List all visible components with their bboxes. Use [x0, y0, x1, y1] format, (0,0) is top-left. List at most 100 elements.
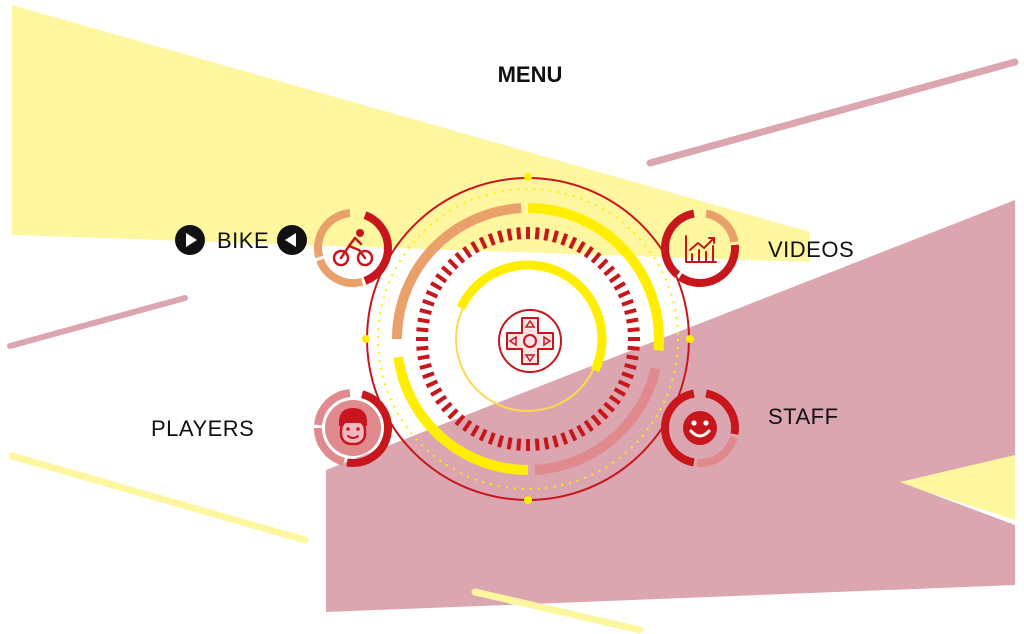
wheel-tick	[608, 273, 621, 284]
arrow-left-icon	[285, 233, 296, 247]
videos-ring	[661, 209, 739, 287]
smiley-face-icon	[683, 411, 717, 445]
wheel-tick	[621, 371, 634, 380]
wheel-tick	[447, 258, 459, 270]
wheel-tick	[497, 435, 505, 448]
videos-label: VIDEOS	[768, 237, 855, 262]
wheel-tick	[470, 241, 480, 254]
wheel-tick	[603, 401, 616, 413]
wheel-tick	[487, 432, 496, 445]
wheel-tick	[506, 437, 513, 450]
wheel-tick	[626, 354, 639, 361]
wheel-tick	[590, 251, 602, 264]
wheel-tick	[440, 265, 453, 277]
wheel-tick	[462, 419, 473, 432]
wheel-tick	[603, 265, 616, 277]
players-button[interactable]	[311, 386, 395, 470]
wheel-tick	[478, 428, 488, 442]
wheel-tick	[430, 387, 443, 397]
next-option-button[interactable]	[277, 225, 307, 255]
wheel-tick	[597, 408, 609, 420]
rose-streak	[7, 295, 188, 349]
button-ring-arc	[696, 435, 738, 467]
wheel-tick	[590, 414, 602, 427]
wheel-tick	[626, 317, 639, 324]
button-ring-arc	[346, 390, 392, 467]
bike-ring	[314, 209, 392, 287]
wheel-tick	[478, 236, 488, 250]
wheel-tick	[462, 246, 473, 259]
wheel-arc	[527, 203, 664, 351]
wheel-tick	[627, 327, 640, 333]
bike-button[interactable]	[311, 206, 395, 290]
staff-button[interactable]	[658, 386, 742, 470]
wheel-tick	[597, 258, 609, 270]
wheel-tick	[435, 394, 448, 405]
wheel-tick	[551, 435, 559, 448]
wheel-tick	[583, 246, 594, 259]
dpad-button[interactable]	[497, 308, 563, 374]
button-ring-arc	[363, 211, 392, 285]
wheel-tick	[617, 379, 631, 389]
wheel-tick	[534, 438, 540, 451]
wheel-tick	[417, 317, 430, 324]
button-ring-arc	[661, 389, 695, 467]
button-ring-arc	[705, 209, 739, 243]
wheel-tick	[534, 227, 540, 240]
staff-label: STAFF	[768, 404, 839, 429]
wheel-tick	[417, 354, 430, 361]
wheel-tick	[621, 298, 634, 307]
wheel-inner-arc	[456, 260, 607, 373]
players-label: PLAYERS	[151, 416, 255, 441]
wheel-arc	[393, 356, 529, 475]
wheel-tick	[617, 289, 631, 299]
wheel-tick	[416, 327, 429, 333]
wheel-tick	[576, 424, 586, 437]
staff-ring	[661, 389, 739, 467]
button-ring-arc	[314, 209, 351, 259]
dpad-icon	[498, 309, 562, 373]
wheel-tick	[497, 230, 505, 243]
menu-title: MENU	[497, 62, 563, 87]
videos-button[interactable]	[658, 206, 742, 290]
wheel-tick	[435, 273, 448, 284]
wheel-tick	[419, 362, 432, 370]
wheel-tick	[454, 251, 466, 264]
yellow-stripe	[12, 5, 810, 262]
wheel-tick	[543, 437, 550, 450]
wheel-tick	[613, 387, 626, 397]
wheel-tick	[419, 308, 432, 316]
wheel-tick	[440, 401, 453, 413]
wheel-tick	[516, 227, 522, 240]
yellow-stripe-bottom-right	[890, 450, 1015, 520]
wheel-tick	[576, 241, 586, 254]
yellow-streak	[471, 588, 644, 634]
bicycle-rider-icon	[332, 229, 374, 267]
wheel-tick	[454, 414, 466, 427]
wheel-tick	[516, 438, 522, 451]
wheel-tick	[543, 228, 550, 241]
wheel-tick	[487, 233, 496, 246]
button-ring-arc	[661, 209, 695, 278]
wheel-tick	[506, 228, 513, 241]
wheel-tick	[470, 424, 480, 437]
yellow-streak	[8, 452, 309, 544]
button-ring-arc	[316, 258, 364, 287]
bike-label: BIKE	[217, 228, 270, 253]
wheel-tick	[560, 233, 569, 246]
wheel-arc	[392, 203, 522, 340]
wheel-tick	[583, 419, 594, 432]
wheel-tick	[568, 236, 578, 250]
wheel-tick	[627, 345, 640, 351]
button-ring-arc	[705, 389, 739, 435]
wheel-tick	[430, 281, 443, 291]
wheel-tick	[422, 371, 435, 380]
wheel-tick	[447, 408, 459, 420]
button-ring-arc	[314, 389, 351, 426]
wheel-tick	[422, 298, 435, 307]
wheel-tick	[624, 308, 637, 316]
arrow-right-icon	[186, 233, 197, 247]
previous-option-button[interactable]	[175, 225, 205, 255]
player-face-icon	[339, 408, 367, 446]
